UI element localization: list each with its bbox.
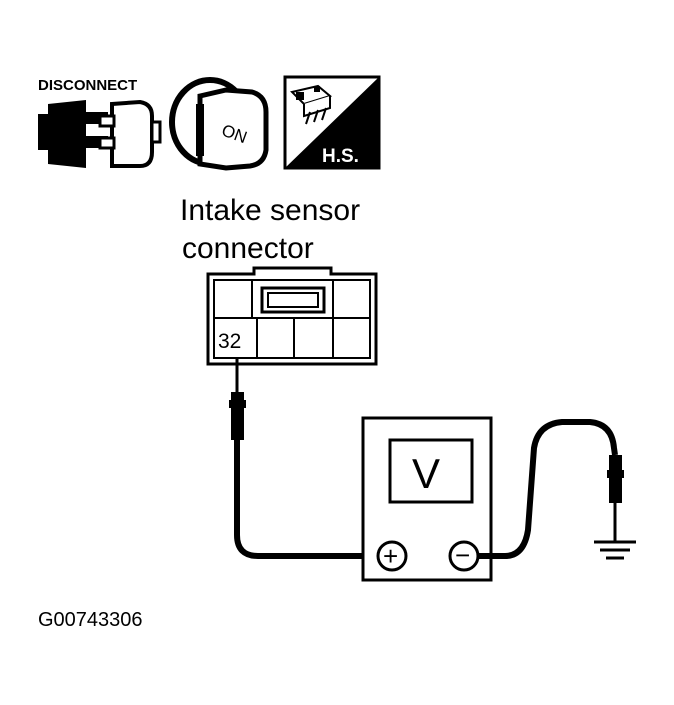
figure-id: G00743306 [38,609,143,631]
terminal-32-label: 32 [218,330,241,353]
positive-terminal [376,540,408,572]
hs-icon: H.S. [283,75,381,170]
ground-icon [594,540,636,560]
disconnect-icon: DISCONNECT [38,77,162,168]
negative-probe [478,419,624,559]
ignition-on-icon: ON [169,77,269,171]
voltmeter: V + − [361,416,493,582]
connector-title-line1: Intake sensor [180,194,360,227]
negative-symbol: − [455,540,470,570]
hs-label: H.S. [322,146,359,167]
positive-symbol: + [383,541,398,571]
positive-probe [229,358,380,559]
connector-title-line2: connector [182,232,314,265]
intake-sensor-connector: 32 [206,266,378,366]
disconnect-label: DISCONNECT [38,77,137,94]
voltmeter-display: V [412,450,440,497]
